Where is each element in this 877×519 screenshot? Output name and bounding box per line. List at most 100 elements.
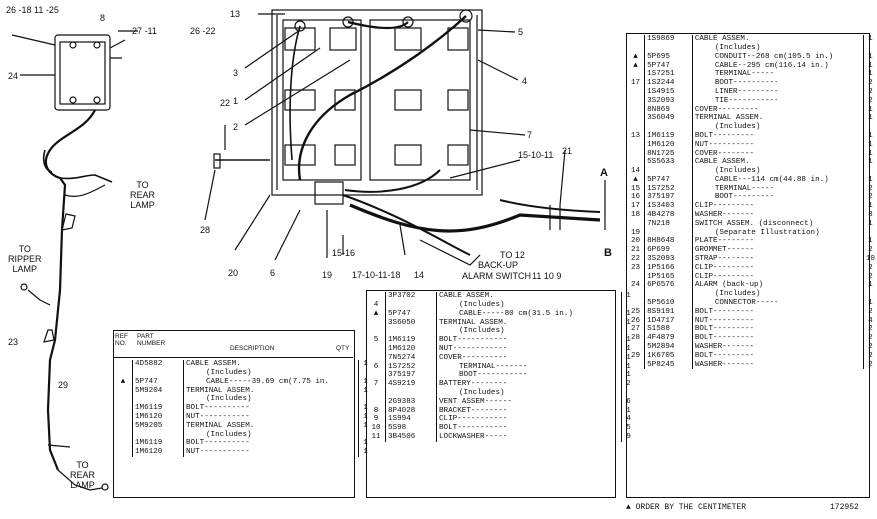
cell-desc: (Includes) xyxy=(714,290,761,299)
cell-qty: 1 xyxy=(621,353,635,363)
cell-ref: 9 xyxy=(373,415,379,424)
callout-15-10-11: 15-10-11 xyxy=(518,150,554,160)
cell-desc: GROMMET------ xyxy=(694,246,755,255)
cell-qty: 2 xyxy=(862,193,877,203)
left-parts-table-frame xyxy=(113,330,355,498)
cell-desc: BOLT--------- xyxy=(694,307,755,316)
cell-ref xyxy=(627,299,645,308)
middle-parts-table-frame xyxy=(366,290,616,498)
cell-pn: S1588 xyxy=(644,325,693,335)
cell-pn xyxy=(385,327,437,336)
cell-qty: 1 xyxy=(862,298,877,308)
cell-desc: (Includes) xyxy=(714,43,761,52)
cell-qty: 1 xyxy=(621,406,635,416)
cell-desc: BOLT--------- xyxy=(694,131,755,140)
cell-desc: CABLE ASSEM. xyxy=(694,158,750,167)
callout-26-22: 26 -22 xyxy=(190,26,216,36)
cell-pn: 5P747 xyxy=(132,377,184,387)
parts-row: (Includes) xyxy=(367,388,635,398)
cell-qty: 1 xyxy=(862,219,877,229)
cell-qty: 2 xyxy=(862,325,877,335)
cell-desc: BOOT---------- xyxy=(714,79,779,88)
cell-ref: ▲ xyxy=(633,52,638,61)
cell-ref xyxy=(367,345,386,354)
cell-ref xyxy=(627,343,645,352)
cell-qty xyxy=(358,368,372,378)
cell-pn: 1S2244 xyxy=(644,78,693,88)
cell-pn: 4B4278 xyxy=(644,210,693,220)
cell-desc: BOLT----------- xyxy=(439,336,508,345)
cell-qty: 1 xyxy=(862,35,877,44)
cell-ref: 4 xyxy=(373,300,379,309)
cell-ref xyxy=(114,430,133,439)
cell-pn xyxy=(644,290,693,299)
cell-ref xyxy=(114,439,133,448)
cell-qty: 1 xyxy=(862,237,877,247)
cell-pn: 3S6049 xyxy=(644,114,693,123)
cell-ref: 20 xyxy=(631,237,641,246)
cell-desc: BATTERY-------- xyxy=(439,380,508,389)
cell-qty: 1 xyxy=(621,371,635,380)
cell-pn: 5P747 xyxy=(644,61,693,71)
callout-to-rear-lamp-2: TO REAR LAMP xyxy=(70,460,96,490)
cell-qty: 2 xyxy=(862,342,877,352)
cell-desc: CLIP--------- xyxy=(694,202,755,211)
cell-qty: 1 xyxy=(862,105,877,115)
cell-desc: WASHER------- xyxy=(694,211,755,220)
cell-pn: 1M6120 xyxy=(385,344,437,354)
cell-qty xyxy=(358,430,372,440)
cell-pn: 1K6705 xyxy=(644,351,693,361)
header-divider xyxy=(113,357,353,358)
cell-qty: 1 xyxy=(862,140,877,150)
cell-qty: 1 xyxy=(358,377,372,387)
callout-2: 2 xyxy=(233,122,239,132)
cell-desc: CONNECTOR----- xyxy=(714,299,779,308)
cell-ref xyxy=(627,35,645,44)
parts-row: 14(Includes) xyxy=(627,166,877,176)
cell-ref: ▲ xyxy=(373,309,379,318)
cell-qty: 1 xyxy=(358,386,372,396)
cell-pn: 1P5165 xyxy=(644,272,693,282)
cell-pn: 3S2093 xyxy=(644,254,693,264)
cell-pn: 5S5633 xyxy=(644,158,693,167)
cell-pn: 375197 xyxy=(385,371,437,380)
cell-qty: 2 xyxy=(862,263,877,273)
cell-pn xyxy=(644,43,693,53)
callout-20: 20 xyxy=(228,268,239,278)
cell-qty: 2 xyxy=(862,96,877,106)
callout-backup: BACK-UP xyxy=(478,260,519,270)
cell-qty: 1 xyxy=(862,131,877,141)
cell-qty xyxy=(862,228,877,238)
cell-pn: 5P5610 xyxy=(644,298,693,308)
cell-ref xyxy=(367,354,386,363)
cell-desc: LOCKWASHER----- xyxy=(439,432,508,441)
header-qty: QTY xyxy=(336,345,350,352)
cell-ref: 8 xyxy=(373,406,379,415)
callout-14: 14 xyxy=(414,270,425,280)
cell-desc: WASHER------- xyxy=(694,360,755,369)
cell-ref xyxy=(627,149,645,158)
cell-ref: 7 xyxy=(373,380,379,389)
cell-ref xyxy=(627,290,645,299)
cell-desc: NUT------------ xyxy=(439,344,508,353)
cell-ref xyxy=(627,105,645,114)
cell-desc: COVER--------- xyxy=(694,105,759,114)
cell-desc: TERMINAL----- xyxy=(714,184,775,193)
cell-qty: 2 xyxy=(862,272,877,282)
cell-desc: TERMINAL------- xyxy=(459,362,528,371)
cell-ref xyxy=(367,318,386,327)
cell-desc: WASHER------- xyxy=(694,343,755,352)
cell-pn: 8H8648 xyxy=(644,237,693,247)
cell-ref xyxy=(114,395,133,404)
cell-pn: 1S7251 xyxy=(644,70,693,79)
cell-ref xyxy=(627,70,645,79)
